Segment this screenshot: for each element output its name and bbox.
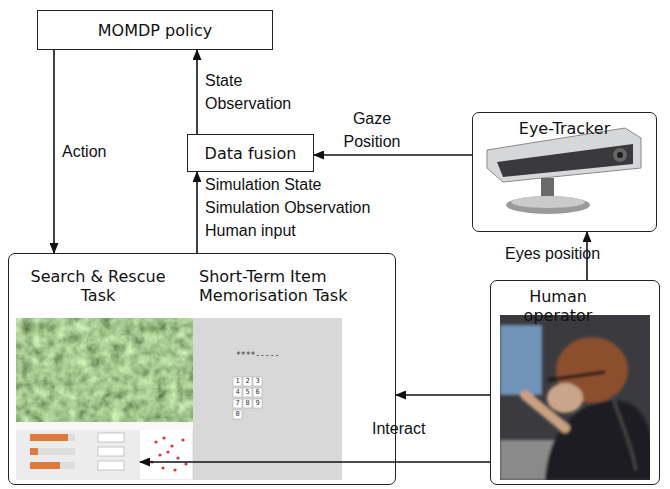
operator-photo (500, 325, 542, 395)
keypad-key (253, 399, 262, 408)
keypad-key (243, 377, 252, 386)
target-dot (176, 456, 179, 459)
operator-photo (548, 372, 605, 380)
foliage-image (16, 318, 193, 422)
eye-tracker-illustration (497, 144, 633, 177)
arrow-connector (196, 172, 198, 253)
confirm-button (98, 461, 124, 470)
panel-header (16, 422, 193, 430)
keypad-digit: 7 (233, 399, 242, 408)
eye-tracker-illustration (617, 152, 623, 158)
progress-bar (30, 434, 68, 441)
keypad-digit: 5 (243, 388, 252, 397)
target-dot (150, 436, 187, 471)
memorisation-panel (193, 318, 342, 480)
confirm-button (98, 433, 124, 442)
operator-photo (500, 315, 650, 480)
arrow-connector (140, 461, 490, 463)
target-dot (166, 450, 169, 453)
keypad-digit: 3 (253, 377, 262, 386)
memorisation-screenshot (193, 318, 342, 480)
operator-photo (525, 395, 565, 428)
eye-tracker-illustration (541, 178, 554, 198)
eye-tracker-illustration (506, 196, 590, 214)
device-box: Eye-Tracker (472, 112, 657, 232)
target-panel (16, 422, 193, 480)
confirm-button (98, 447, 124, 456)
target-dot (150, 460, 153, 463)
keypad-key (253, 377, 262, 386)
policy-box: MOMDP policy (37, 10, 273, 50)
node-title: Human operator (508, 287, 608, 325)
keypad-digit: 2 (243, 377, 252, 386)
progress-bar (30, 462, 60, 469)
edge-label: Simulation State Simulation Observation … (205, 173, 395, 242)
node-subtitle: Short-Term Item Memorisation Task (199, 267, 379, 305)
eye-tracker-illustration (487, 128, 641, 214)
process-box: Data fusion (187, 134, 314, 172)
keypad-digit: 1 (233, 377, 242, 386)
arrow-connector (396, 394, 490, 396)
keypad-digit: 9 (253, 399, 262, 408)
arrow-connector (314, 154, 472, 156)
node-title: Eye-Tracker (473, 119, 656, 138)
target-dot (162, 436, 165, 439)
progress-bar (30, 448, 38, 455)
search-rescue-screenshot (16, 318, 193, 480)
keypad-key (233, 399, 242, 408)
progress-track (30, 462, 75, 469)
arrow-connector (196, 50, 198, 134)
keypad-key (233, 388, 242, 397)
arrow-connector (53, 50, 55, 253)
target-dot (158, 453, 161, 456)
eye-tracker-illustration (613, 148, 627, 162)
node-title: Search & Rescue Task (13, 267, 183, 305)
operator-box: Human operator (490, 280, 660, 485)
keypad-key (233, 377, 242, 386)
target-dot (161, 466, 164, 469)
keypad-key (233, 377, 262, 419)
node-title: Data fusion (188, 144, 313, 163)
keypad-key (243, 388, 252, 397)
edge-label: Gaze Position (333, 107, 411, 153)
target-dot (154, 440, 157, 443)
keypad-digit: 8 (243, 399, 252, 408)
keypad-digit: 0 (233, 410, 242, 419)
operator-photo (500, 325, 650, 480)
operator-photo (612, 395, 636, 470)
edge-label: Interact (372, 417, 452, 440)
progress-track (30, 434, 75, 441)
code-display: ****----- (236, 351, 296, 361)
keypad-digit: 4 (233, 388, 242, 397)
edge-label: State Observation (205, 69, 305, 115)
operator-photo (547, 383, 583, 413)
progress-track (30, 448, 75, 455)
target-dot (170, 444, 173, 447)
target-dot (181, 438, 184, 441)
keypad-key (243, 399, 252, 408)
edge-label: Eyes position (505, 242, 645, 265)
keypad-key (233, 410, 242, 419)
keypad-key (253, 388, 262, 397)
edge-label: Action (62, 140, 142, 163)
eye-tracker-illustration (511, 196, 585, 208)
scatter-plot (140, 430, 192, 479)
keypad-digit: 6 (253, 388, 262, 397)
target-dot (173, 468, 176, 471)
task-box: Search & Rescue Task Short-Term Item Memo… (8, 253, 396, 485)
target-dot (184, 462, 187, 465)
node-title: MOMDP policy (38, 21, 272, 40)
